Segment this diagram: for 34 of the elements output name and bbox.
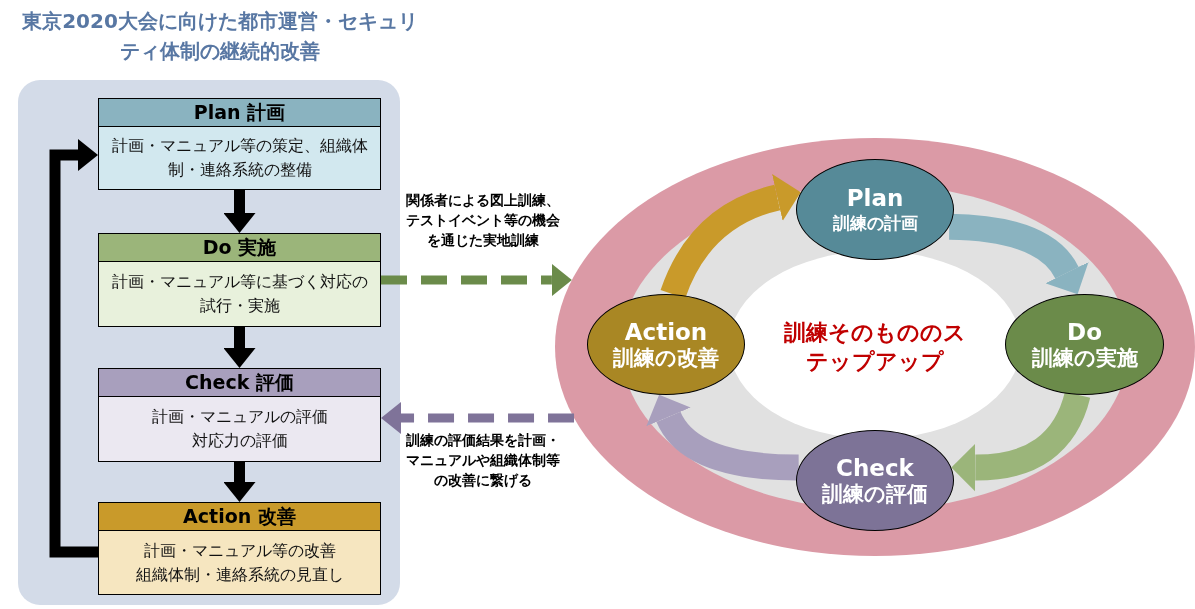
panel-background [18,80,400,605]
phase-subtitle: 訓練の実施 [1031,345,1138,371]
description-text: 計画・マニュアル等に基づく対応の試行・実施 [110,272,369,317]
step-header: Do 実施 [99,234,380,262]
description-text: 計画・マニュアル等の改善 [143,540,336,562]
phase-title: Check [836,454,914,482]
description-text: 計画・マニュアル等の策定、組織体制・連絡系統の整備 [110,136,369,181]
phase-title: Action [624,318,708,346]
description-text: 対応力の評価 [191,431,288,452]
description-text: 組織体制・連絡系統の見直し [135,564,344,586]
edge-label: 関係者による図上訓練、テストイベント等の機会を通じた実地訓練 [405,191,561,250]
process-box [98,233,381,327]
description-text: 計画・マニュアルの評価 [151,407,328,428]
center-caption: 訓練そのもののステップアップ [783,319,967,376]
phase-subtitle: 訓練の計画 [832,212,918,234]
arrow [223,462,256,502]
cycle-arrow [948,213,1088,294]
arrow [381,264,572,296]
process-box [98,368,381,462]
step-header: Plan 計画 [99,99,380,127]
step-header: Action 改善 [99,503,380,531]
edge-label: 訓練の評価結果を計画・マニュアルや組織体制等の改善に繋げる [405,431,561,490]
arrow [381,402,575,434]
step-header: Check 評価 [99,369,380,397]
phase-title: Plan [846,185,904,212]
process-box [98,502,381,595]
phase-title: Do [1067,318,1102,346]
process-box [98,98,381,190]
phase-subtitle: 訓練の評価 [822,481,928,507]
arrow [223,327,256,368]
diagram-title: 東京2020大会に向けた都市運営・セキュリティ体制の継続的改善 [21,8,419,65]
arrow [223,190,256,233]
phase-subtitle: 訓練の改善 [613,345,719,371]
cycle-arrow [647,395,799,481]
